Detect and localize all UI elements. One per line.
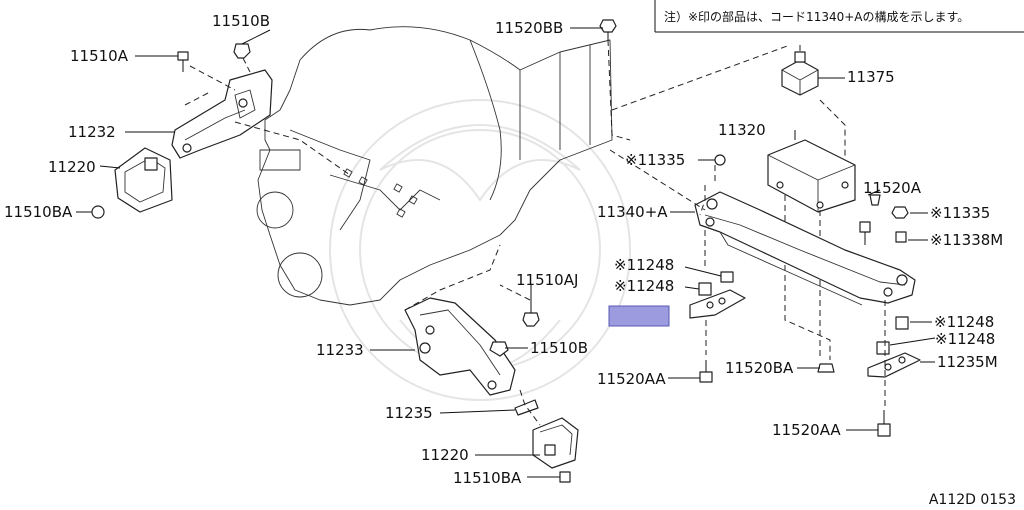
- mount-group-top-left: [91, 43, 351, 219]
- note-box: 注）※印の部品は、コード11340+Aの構成を示します。: [654, 0, 1024, 33]
- label-11233[interactable]: 11233: [316, 341, 364, 359]
- label-11520AA-b[interactable]: 11520AA: [772, 421, 841, 439]
- highlight-marker[interactable]: [608, 305, 670, 327]
- label-11375[interactable]: 11375: [847, 68, 895, 86]
- label-11520AA-a[interactable]: 11520AA: [597, 370, 666, 388]
- bracket-11320: [767, 139, 856, 360]
- label-11248-a[interactable]: ※11248: [614, 256, 674, 274]
- label-11510BA-bottom[interactable]: 11510BA: [453, 469, 522, 487]
- label-11248-c[interactable]: ※11248: [934, 313, 994, 331]
- label-11235M[interactable]: 11235M: [937, 353, 998, 371]
- label-11520BB[interactable]: 11520BB: [495, 19, 563, 37]
- label-11232[interactable]: 11232: [68, 123, 116, 141]
- label-11510BA-top[interactable]: 11510BA: [4, 203, 73, 221]
- crossmember-11340A: [609, 149, 916, 306]
- label-11220-bottom[interactable]: 11220: [421, 446, 469, 464]
- engine-transmission-outline: [256, 26, 613, 306]
- label-11235[interactable]: 11235: [385, 404, 433, 422]
- label-11338M[interactable]: ※11338M: [930, 231, 1003, 249]
- label-11320[interactable]: 11320: [718, 121, 766, 139]
- label-11510AJ[interactable]: 11510AJ: [516, 271, 578, 289]
- leader-lines: [76, 27, 936, 478]
- label-11220-top[interactable]: 11220: [48, 158, 96, 176]
- bolt-11520BB: [599, 19, 631, 141]
- label-11520A[interactable]: 11520A: [863, 179, 922, 197]
- label-11248-b[interactable]: ※11248: [614, 277, 674, 295]
- mount-group-bottom: [404, 244, 579, 483]
- drawing-code: A112D 0153: [929, 492, 1016, 508]
- label-11335-b[interactable]: ※11335: [930, 204, 990, 222]
- label-11335-a[interactable]: ※11335: [625, 151, 685, 169]
- note-text: 注）※印の部品は、コード11340+Aの構成を示します。: [664, 9, 969, 24]
- part-labels: 11510B 11510A 11232 11220 11510BA 11520B…: [4, 12, 1003, 487]
- label-11510B-bottom[interactable]: 11510B: [530, 339, 588, 357]
- label-11510A[interactable]: 11510A: [70, 47, 129, 65]
- label-11510B-top[interactable]: 11510B: [212, 12, 270, 30]
- label-11340A[interactable]: 11340+A: [597, 203, 668, 221]
- label-11248-d[interactable]: ※11248: [935, 330, 995, 348]
- label-11520BA[interactable]: 11520BA: [725, 359, 794, 377]
- right-hardware: [689, 154, 921, 437]
